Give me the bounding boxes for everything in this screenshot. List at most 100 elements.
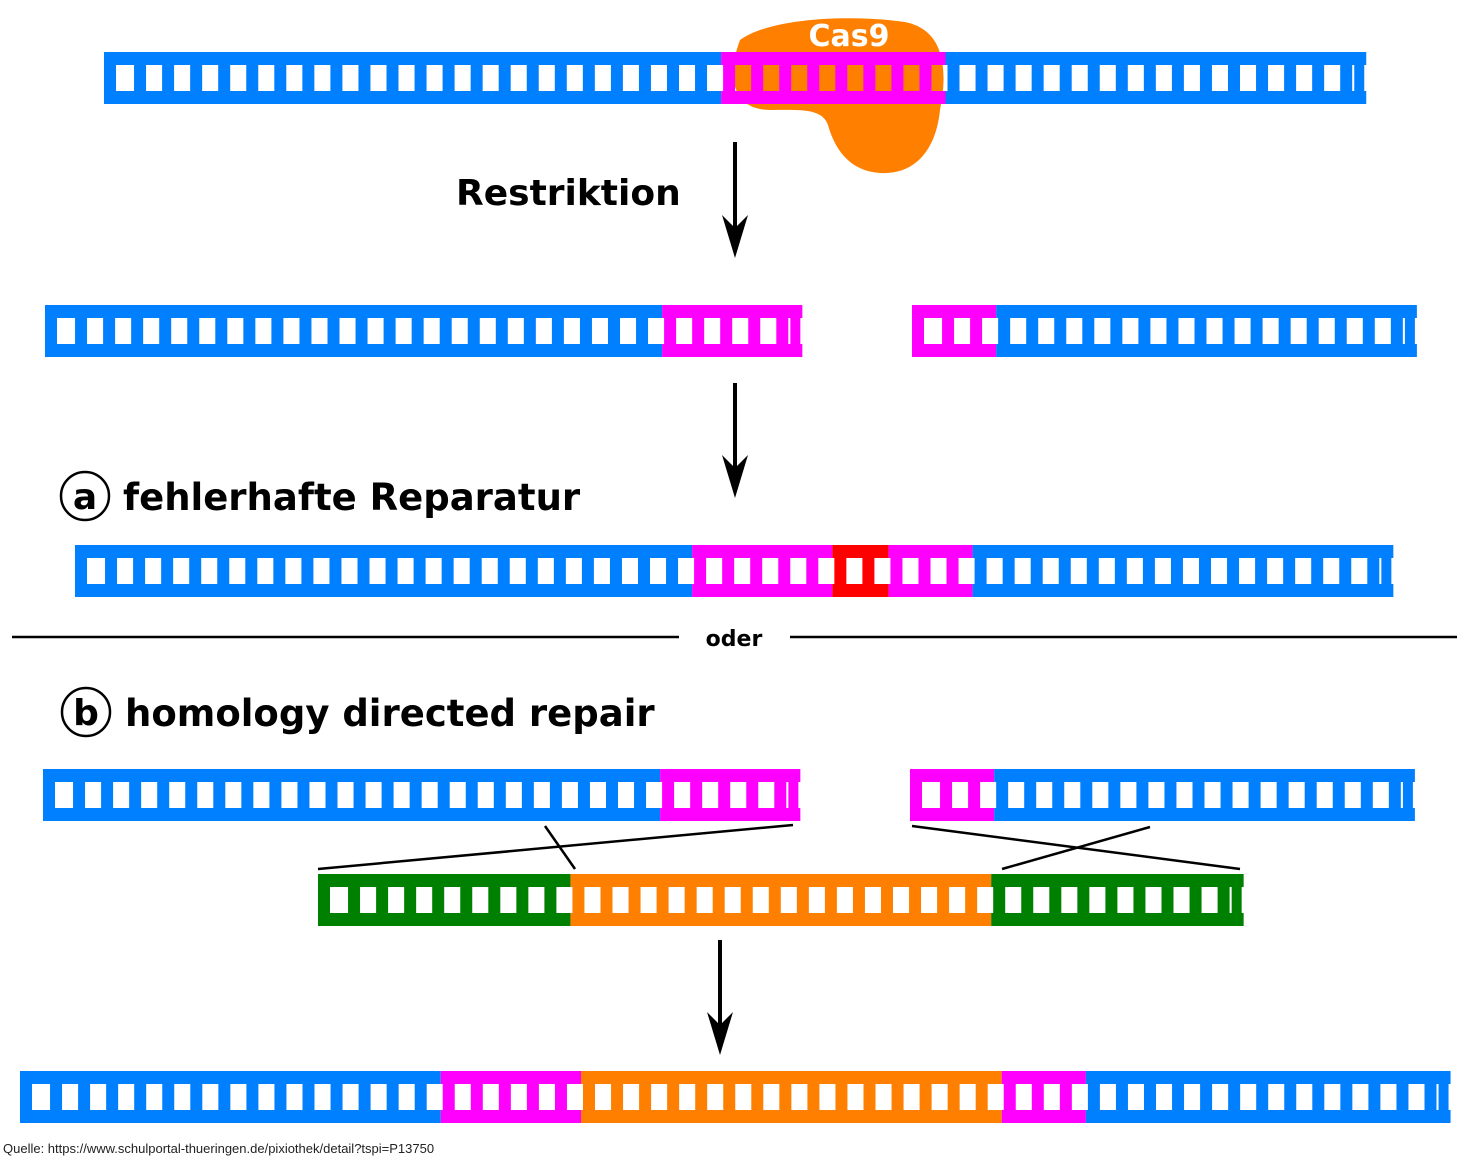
base-pair-rung xyxy=(245,557,258,585)
backbone-bottom xyxy=(45,344,663,357)
base-pair-rung xyxy=(1002,557,1015,585)
base-pair-rung xyxy=(606,781,618,809)
dna-strand-cut-right xyxy=(912,305,1417,357)
base-pair-rung xyxy=(788,781,799,809)
base-pair-rung xyxy=(469,557,482,585)
base-pair-rung xyxy=(467,317,480,345)
base-pair-rung xyxy=(1276,781,1289,809)
base-pair-rung xyxy=(103,317,116,345)
segment-target xyxy=(888,545,973,597)
base-pair-rung xyxy=(723,1083,736,1111)
base-pair-rung xyxy=(577,781,590,809)
backbone-bottom xyxy=(721,91,946,104)
base-pair-rung xyxy=(778,557,791,585)
base-pair-rung xyxy=(662,781,675,809)
base-pair-rung xyxy=(1077,886,1090,914)
base-pair-rung xyxy=(718,781,731,809)
base-pair-rung xyxy=(75,557,87,585)
base-pair-rung xyxy=(1114,557,1127,585)
dna-strand-donor xyxy=(318,874,1244,926)
base-pair-rung xyxy=(1052,781,1065,809)
base-pair-rung xyxy=(974,557,987,585)
backbone-bottom xyxy=(104,91,722,104)
separator-label: oder xyxy=(706,627,763,652)
base-pair-rung xyxy=(712,886,725,914)
base-pair-rung xyxy=(544,886,557,914)
base-pair-rung xyxy=(190,64,203,92)
base-pair-rung xyxy=(692,317,705,345)
backbone-top xyxy=(1001,1071,1086,1084)
base-pair-rung xyxy=(470,1083,483,1111)
base-pair-rung xyxy=(43,781,55,809)
base-pair-rung xyxy=(1388,781,1401,809)
base-pair-rung xyxy=(790,317,801,345)
base-pair-rung xyxy=(404,886,417,914)
crossover-line xyxy=(1001,825,1151,871)
base-pair-rung xyxy=(776,317,789,345)
base-pair-rung xyxy=(611,1083,624,1111)
backbone-bottom xyxy=(832,584,889,597)
base-pair-rung xyxy=(656,886,669,914)
base-pair-rung xyxy=(1311,557,1324,585)
base-pair-rung xyxy=(554,1083,567,1111)
base-pair-rung xyxy=(1312,64,1325,92)
base-pair-rung xyxy=(1087,1083,1100,1111)
base-pair-rung xyxy=(1108,781,1121,809)
backbone-top xyxy=(662,305,803,318)
segment-target xyxy=(660,769,801,821)
base-pair-rung xyxy=(162,64,175,92)
base-pair-rung xyxy=(975,64,988,92)
base-pair-rung xyxy=(385,557,398,585)
base-pair-rung xyxy=(521,781,534,809)
base-pair-rung xyxy=(946,557,959,585)
base-pair-rung xyxy=(1278,317,1291,345)
base-pair-rung xyxy=(1166,317,1179,345)
base-pair-rung xyxy=(863,64,876,92)
base-pair-rung xyxy=(1080,781,1093,809)
base-pair-rung xyxy=(1144,1083,1156,1111)
backbone-top xyxy=(75,545,693,558)
base-pair-rung xyxy=(1284,1083,1297,1111)
section-b-title: homology directed repair xyxy=(125,692,655,735)
backbone-bottom xyxy=(692,584,833,597)
base-pair-rung xyxy=(835,64,848,92)
base-pair-rung xyxy=(1228,64,1240,92)
base-pair-rung xyxy=(273,557,286,585)
base-pair-rung xyxy=(1256,64,1269,92)
base-pair-rung xyxy=(942,317,955,345)
base-pair-rung xyxy=(1424,1083,1437,1111)
base-pair-rung xyxy=(891,64,904,92)
backbone-bottom xyxy=(972,584,1394,597)
base-pair-rung xyxy=(551,317,564,345)
base-pair-rung xyxy=(1138,317,1151,345)
base-pair-rung xyxy=(1031,64,1044,92)
base-pair-rung xyxy=(996,781,1009,809)
segment-donor-insert xyxy=(570,874,992,926)
base-pair-rung xyxy=(159,317,172,345)
base-pair-rung xyxy=(185,781,198,809)
segment-dna xyxy=(1085,1071,1451,1123)
restriction-label: Restriktion xyxy=(456,173,681,214)
base-pair-rung xyxy=(690,781,703,809)
base-pair-rung xyxy=(667,64,679,92)
backbone-top xyxy=(888,545,973,558)
base-pair-rung xyxy=(807,64,820,92)
base-pair-rung xyxy=(302,64,315,92)
base-pair-rung xyxy=(695,1083,708,1111)
base-pair-rung xyxy=(695,64,708,92)
base-pair-rung xyxy=(549,781,562,809)
base-pair-rung xyxy=(746,781,759,809)
backbone-top xyxy=(20,1071,441,1084)
base-pair-rung xyxy=(583,1083,595,1111)
base-pair-rung xyxy=(891,1083,904,1111)
arrow-hdr-result xyxy=(707,940,733,1055)
base-pair-rung xyxy=(381,781,394,809)
base-pair-rung xyxy=(1368,1083,1381,1111)
base-pair-rung xyxy=(299,317,312,345)
dna-strand-hdr-right xyxy=(910,769,1415,821)
segment-target xyxy=(912,305,997,357)
backbone-top xyxy=(581,1071,1002,1084)
base-pair-rung xyxy=(751,64,764,92)
base-pair-rung xyxy=(779,1083,792,1111)
